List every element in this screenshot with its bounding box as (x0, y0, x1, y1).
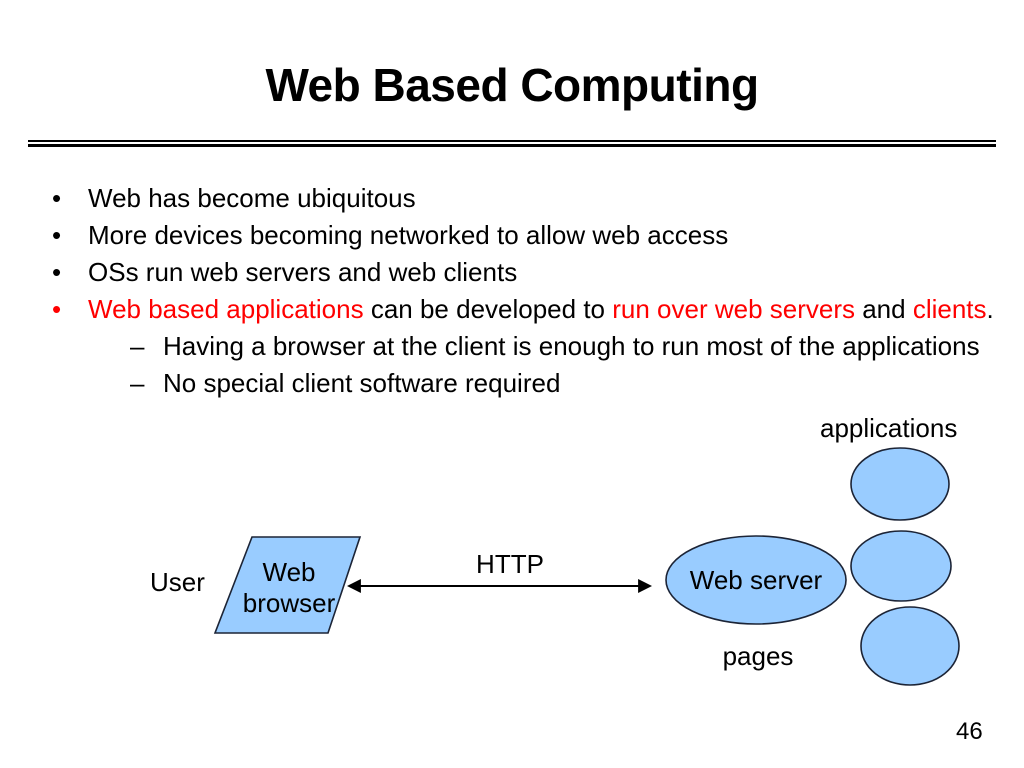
red-text-segment: clients (912, 294, 987, 324)
application-ellipse-1 (850, 447, 950, 521)
black-text-segment: . (986, 294, 994, 324)
sub-bullet-item-1: – Having a browser at the client is enou… (130, 328, 1002, 365)
user-label: User (150, 567, 205, 597)
bullet-item-4: • Web based applications can be develope… (52, 291, 1002, 328)
bullet-list: • Web has become ubiquitous • More devic… (52, 180, 1002, 402)
dash-marker: – (130, 368, 145, 398)
red-text-segment: run over web servers (612, 294, 855, 324)
dash-marker: – (130, 331, 145, 361)
web-browser-label: Web browser (227, 557, 351, 619)
sub-bullet-text: No special client software required (163, 368, 561, 398)
bullet-marker: • (52, 257, 62, 287)
red-text-segment: Web based applications (88, 294, 364, 324)
application-ellipse-2 (850, 530, 952, 602)
applications-label: applications (820, 413, 958, 443)
bullet-marker: • (52, 220, 62, 250)
web-browser-parallelogram (213, 536, 362, 634)
slide-page-number: 46 (956, 718, 983, 745)
black-text-segment: and (855, 294, 913, 324)
bullet-text-mixed: Web based applications can be developed … (88, 291, 994, 328)
bullet-marker: • (52, 294, 62, 324)
bullet-marker: • (52, 183, 62, 213)
pages-label: pages (722, 641, 794, 671)
bullet-item-2: • More devices becoming networked to all… (52, 217, 1002, 254)
application-ellipse-3 (860, 606, 960, 686)
sub-bullet-text: Having a browser at the client is enough… (163, 331, 980, 361)
bullet-text: OSs run web servers and web clients (88, 257, 518, 287)
bullet-item-3: • OSs run web servers and web clients (52, 254, 1002, 291)
black-text-segment: can be developed to (363, 294, 613, 324)
web-server-ellipse (665, 535, 847, 625)
bullet-item-1: • Web has become ubiquitous (52, 180, 1002, 217)
bullet-text: Web has become ubiquitous (88, 183, 416, 213)
bullet-text: More devices becoming networked to allow… (88, 220, 729, 250)
web-browser-label-line1: Web (262, 557, 316, 587)
web-server-label: Web server (689, 565, 823, 595)
title-divider (28, 140, 996, 147)
web-browser-label-line2: browser (242, 588, 336, 618)
sub-bullet-item-2: – No special client software required (130, 365, 1002, 402)
http-label: HTTP (476, 549, 544, 579)
page-title: Web Based Computing (265, 59, 759, 111)
